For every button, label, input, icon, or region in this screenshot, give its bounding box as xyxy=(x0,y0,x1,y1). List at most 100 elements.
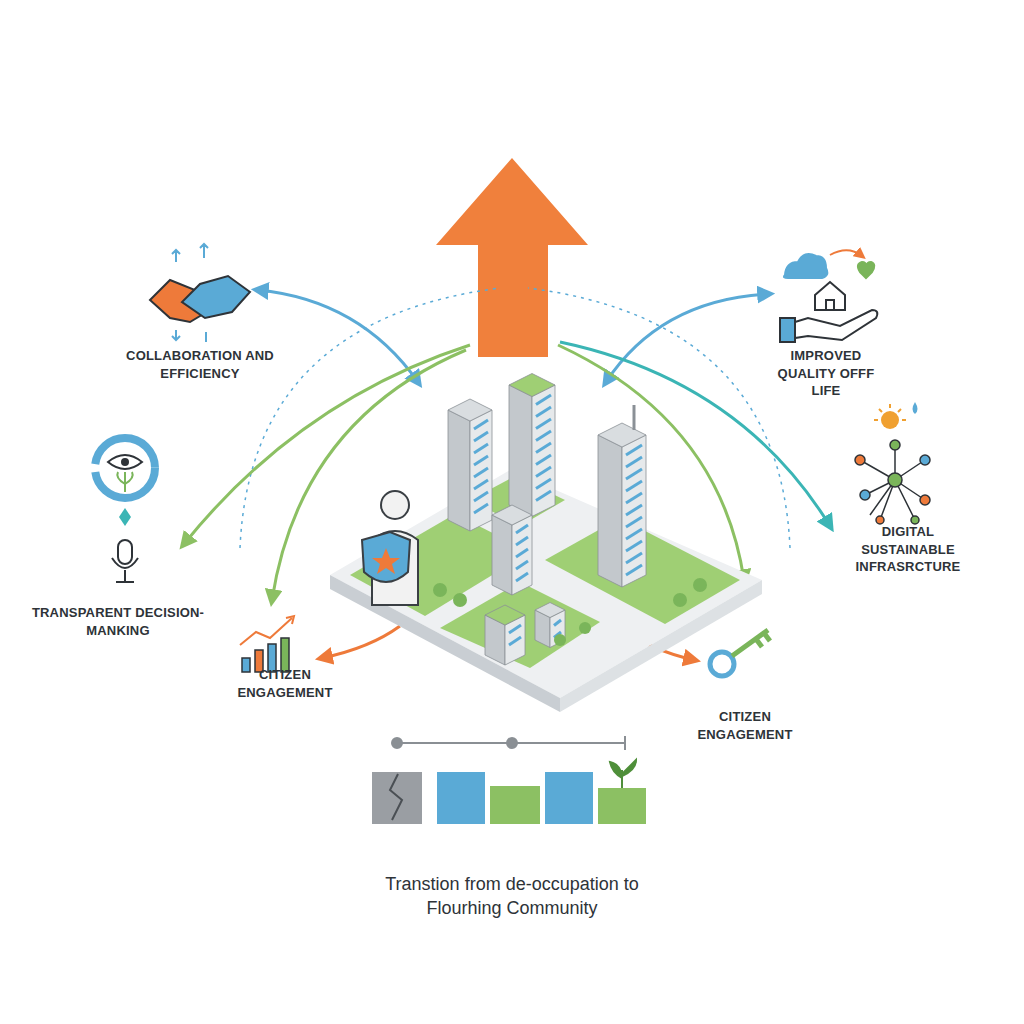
city-buildings-part xyxy=(516,549,528,557)
citizen-figure-part xyxy=(381,491,409,519)
city-buildings-part xyxy=(626,517,642,527)
city-buildings-part xyxy=(536,407,551,417)
city-buildings-part xyxy=(536,419,551,429)
network-icon xyxy=(855,402,930,524)
flow-arrows-part xyxy=(322,626,400,658)
timeline-part xyxy=(392,738,402,748)
timeline-part xyxy=(507,738,517,748)
microphone-icon-part xyxy=(118,540,132,564)
city-platform-part xyxy=(440,582,600,668)
trees xyxy=(433,578,707,646)
home-hand-icon-part xyxy=(780,318,795,342)
city-buildings xyxy=(448,374,646,666)
caption: Transtion from de-occupation to Flourhin… xyxy=(357,872,667,921)
trees-part xyxy=(579,622,591,634)
city-buildings-part xyxy=(626,457,642,467)
city-buildings-part xyxy=(622,435,646,587)
trees-part xyxy=(453,593,467,607)
network-icon-part xyxy=(911,516,919,524)
city-buildings-part xyxy=(532,385,555,517)
city-buildings-part xyxy=(554,620,561,626)
home-hand-icon-part xyxy=(826,300,834,310)
city-buildings-part xyxy=(474,504,488,513)
network-icon-part xyxy=(888,473,902,487)
city-buildings-part xyxy=(516,561,528,569)
home-hand-icon-part xyxy=(795,310,877,340)
network-icon-part xyxy=(920,495,930,505)
bar-chart-icon-part xyxy=(286,616,294,624)
home-hand-icon-part xyxy=(830,250,862,256)
timeline xyxy=(392,736,625,750)
home-hand-icon-part xyxy=(858,262,874,278)
city-buildings-part xyxy=(536,479,551,489)
benefit-label: CITIZEN ENGAGEMENT xyxy=(230,666,340,701)
eye-icon-part xyxy=(119,508,131,526)
key-icon-part xyxy=(732,630,770,656)
city-buildings-part xyxy=(474,420,488,429)
city-buildings-part xyxy=(474,468,488,477)
network-icon-part xyxy=(860,445,925,520)
city-buildings-part xyxy=(536,455,551,465)
trees-part xyxy=(673,593,687,607)
citizen-figure xyxy=(362,491,418,605)
city-buildings-part xyxy=(598,435,622,587)
handshake-icon-part xyxy=(182,276,250,318)
handshake-icon-part xyxy=(172,244,208,342)
network-icon-part xyxy=(890,440,900,450)
city-buildings-part xyxy=(509,385,532,517)
city-buildings-part xyxy=(492,515,512,595)
city-buildings-part xyxy=(485,605,525,625)
trees-part xyxy=(554,634,566,646)
network-icon-part xyxy=(860,490,870,500)
city-buildings-part xyxy=(536,395,551,405)
citizen-figure-part xyxy=(362,532,410,582)
eye-icon-part xyxy=(108,455,142,469)
city-buildings-part xyxy=(535,603,565,618)
city-buildings-part xyxy=(536,491,551,501)
city-buildings-part xyxy=(512,515,532,595)
city-buildings-part xyxy=(474,456,488,465)
city-buildings-part xyxy=(536,431,551,441)
city-buildings-part xyxy=(470,410,492,531)
benefit-label: CITIZEN ENGAGEMENT xyxy=(690,708,800,743)
eye-icon-part xyxy=(95,438,155,498)
city-buildings-part xyxy=(626,493,642,503)
city-buildings-part xyxy=(474,444,488,453)
city-buildings-part xyxy=(509,625,521,633)
trees-part xyxy=(693,578,707,592)
progress-blocks-part xyxy=(490,786,540,824)
bar-chart-icon-part xyxy=(242,658,250,672)
bar-chart-icon xyxy=(240,616,294,672)
city-buildings-part xyxy=(516,537,528,545)
city-buildings-part xyxy=(626,541,642,551)
eye-icon-part xyxy=(117,472,132,492)
network-icon-part xyxy=(920,455,930,465)
city-buildings-part xyxy=(492,505,532,525)
city-buildings-part xyxy=(509,637,521,645)
key-icon-part xyxy=(710,652,734,676)
flow-arrows-part xyxy=(258,290,418,382)
home-hand-icon xyxy=(780,250,877,342)
city-buildings-part xyxy=(626,505,642,515)
city-buildings-part xyxy=(474,480,488,489)
city-buildings-part xyxy=(626,469,642,479)
city-buildings-part xyxy=(474,432,488,441)
home-hand-icon-part xyxy=(784,254,827,278)
city-buildings-part xyxy=(516,525,528,533)
city-buildings-part xyxy=(626,481,642,491)
network-icon-part xyxy=(874,404,906,420)
eye-icon xyxy=(95,438,155,526)
city-buildings-part xyxy=(633,405,636,430)
home-hand-icon-part xyxy=(815,282,845,310)
progress-blocks-part xyxy=(372,772,422,824)
benefit-label: IMPROVED QUALITY OFFF LIFE xyxy=(767,347,885,400)
city-buildings-part xyxy=(598,423,646,447)
bar-chart-icon-part xyxy=(281,638,289,672)
progress-blocks-part xyxy=(390,774,402,820)
city-buildings-part xyxy=(626,553,642,563)
progress-blocks-part xyxy=(437,772,485,824)
key-icon xyxy=(710,630,770,676)
handshake-icon xyxy=(150,244,250,342)
city-buildings-part xyxy=(448,410,470,531)
